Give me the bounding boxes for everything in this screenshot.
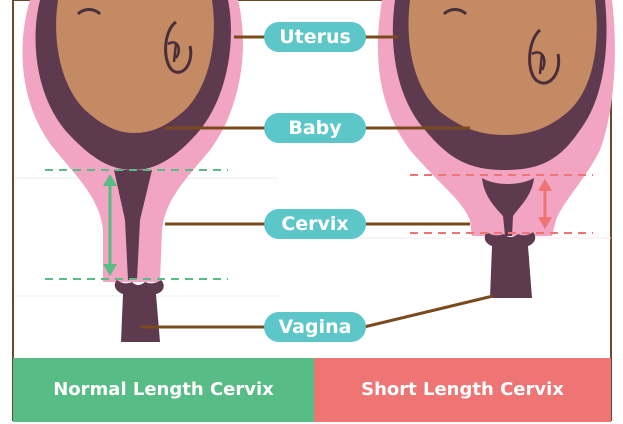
vagina-shape: [485, 232, 536, 298]
label-baby: Baby: [264, 113, 366, 143]
footer-normal-length-cervix: Normal Length Cervix: [13, 358, 314, 422]
label-cervix: Cervix: [264, 209, 366, 239]
footer-short-length-cervix: Short Length Cervix: [314, 358, 611, 422]
label-vagina: Vagina: [264, 312, 366, 342]
label-uterus: Uterus: [264, 22, 366, 52]
